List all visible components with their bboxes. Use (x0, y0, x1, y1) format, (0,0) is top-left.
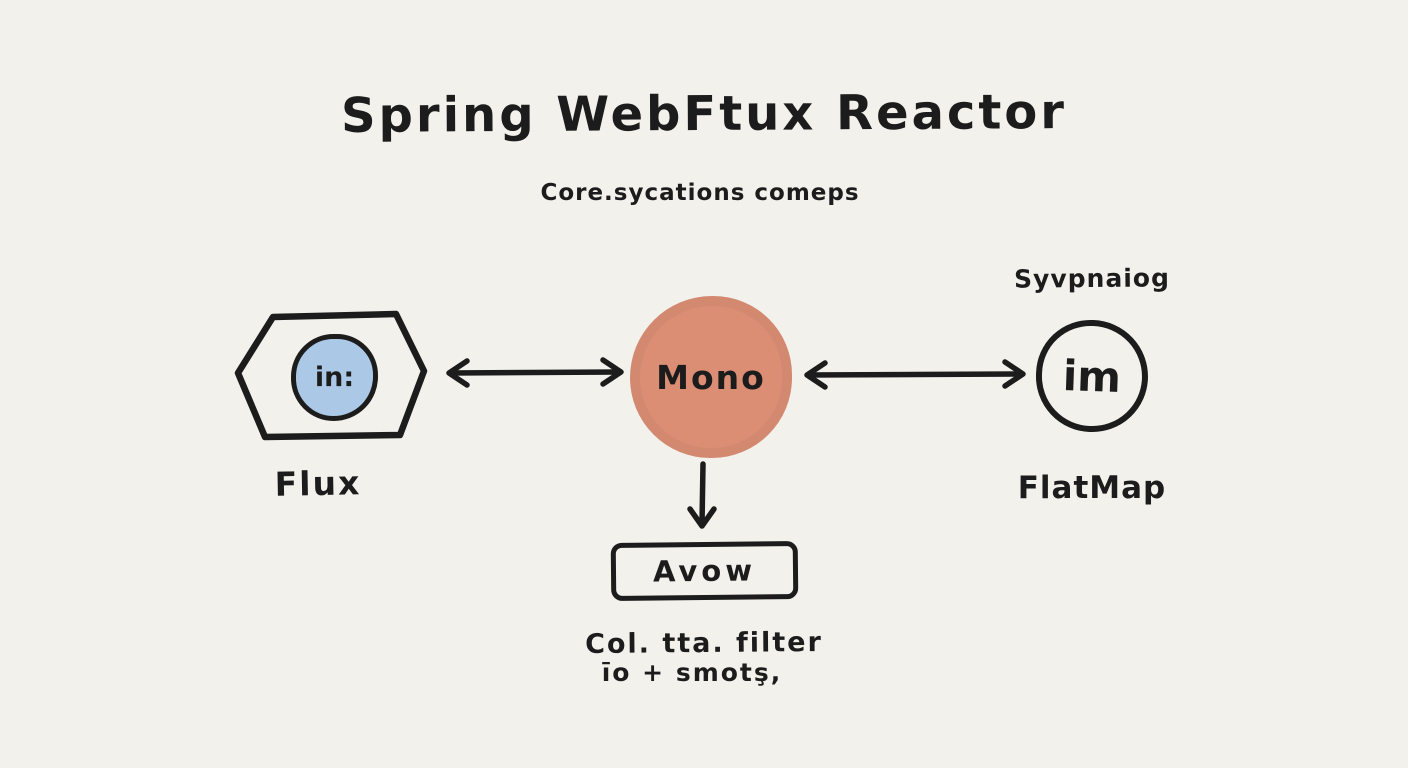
mono-flatmap-double-arrow-icon (804, 359, 1026, 390)
flatmap-inner-label: im (1062, 350, 1122, 402)
flatmap-node-label: FlatMap (1017, 470, 1167, 506)
flux-inner-circle: in: (291, 334, 378, 421)
diagram-title: Spring WebFtux Reactor (340, 84, 1068, 144)
mono-node-label: Mono (656, 357, 766, 397)
caption-line-2: īo + smotş, (601, 658, 783, 687)
flux-inner-label: in: (314, 362, 355, 393)
mono-output-down-arrow-icon (687, 461, 717, 529)
caption-line-1: Col. tta. filter (584, 626, 824, 661)
flatmap-node: im (1034, 318, 1150, 434)
diagram-subtitle: Core.sycations comeps (540, 180, 860, 206)
flux-node-label: Flux (274, 463, 362, 504)
flux-mono-double-arrow-icon (446, 357, 624, 388)
flux-hexagon-shape (234, 310, 428, 441)
output-box-label: Avow (652, 553, 757, 589)
mono-node: Mono (630, 296, 792, 458)
output-box: Avow (610, 541, 799, 601)
flatmap-top-label: Syvpnaiog (1013, 263, 1171, 294)
